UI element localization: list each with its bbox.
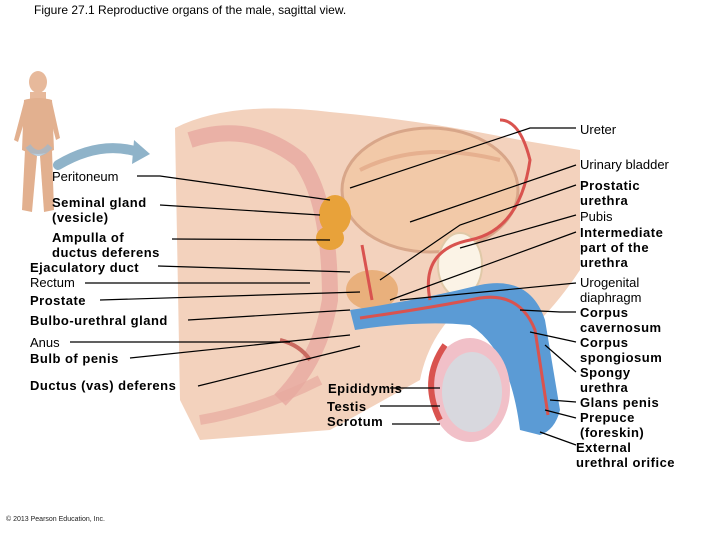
label-corpus-cavernosum: Corpus cavernosum — [580, 305, 662, 335]
reference-figure — [14, 71, 60, 212]
label-prepuce: Prepuce (foreskin) — [580, 410, 645, 440]
label-bulbo-urethral-gland: Bulbo-urethral gland — [30, 313, 168, 328]
label-ampulla: Ampulla of ductus deferens — [52, 230, 160, 260]
label-urogenital-diaphragm: Urogenital diaphragm — [580, 275, 642, 305]
label-seminal-gland: Seminal gland (vesicle) — [52, 195, 147, 225]
label-glans-penis: Glans penis — [580, 395, 660, 410]
label-prostate: Prostate — [30, 293, 87, 308]
label-peritoneum: Peritoneum — [52, 169, 119, 184]
label-ductus-deferens: Ductus (vas) deferens — [30, 378, 177, 393]
copyright-notice: © 2013 Pearson Education, Inc. — [6, 516, 105, 523]
label-rectum: Rectum — [30, 275, 75, 290]
label-scrotum: Scrotum — [327, 414, 384, 429]
label-spongy-urethra: Spongy urethra — [580, 365, 631, 395]
figure-title: Figure 27.1 Reproductive organs of the m… — [34, 3, 347, 17]
label-bulb-of-penis: Bulb of penis — [30, 351, 119, 366]
label-testis: Testis — [327, 399, 367, 414]
label-pubis: Pubis — [580, 209, 613, 224]
label-urinary-bladder: Urinary bladder — [580, 157, 669, 172]
label-ureter: Ureter — [580, 122, 617, 137]
label-epididymis: Epididymis — [328, 381, 403, 396]
label-prostatic-urethra: Prostatic urethra — [580, 178, 641, 208]
label-intermediate-urethra: Intermediate part of the urethra — [580, 225, 664, 270]
label-external-urethral-orifice: External urethral orifice — [576, 440, 676, 470]
label-ejaculatory-duct: Ejaculatory duct — [30, 260, 140, 275]
arrow-icon — [53, 143, 143, 170]
label-anus: Anus — [30, 335, 60, 350]
label-corpus-spongiosum: Corpus spongiosum — [580, 335, 663, 365]
